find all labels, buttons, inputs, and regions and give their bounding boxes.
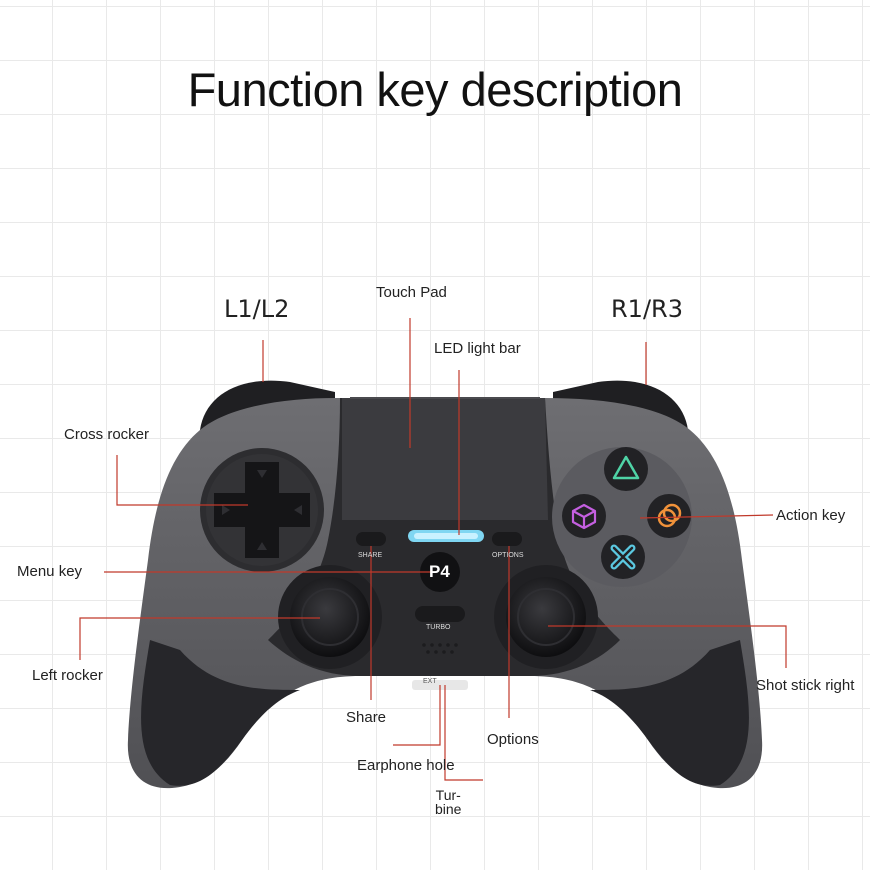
earphone-hole-label: Earphone hole (357, 757, 455, 774)
turbo-button (415, 606, 465, 622)
options-button-text: OPTIONS (492, 552, 524, 559)
touch-pad (342, 398, 548, 520)
share-label: Share (346, 709, 386, 726)
circle-button (647, 494, 691, 538)
options-label: Options (487, 731, 539, 748)
options-button (492, 532, 522, 546)
led-light-bar-label: LED light bar (434, 340, 521, 357)
turbine-label-line2: bine (435, 802, 461, 816)
cross-rocker-label: Cross rocker (64, 426, 149, 443)
turbo-button-text: TURBO (426, 624, 451, 631)
touch-pad-label: Touch Pad (376, 284, 447, 301)
l1-l2-label: L1/L2 (224, 295, 289, 323)
r1-r3-label: R1/R3 (611, 295, 683, 323)
menu-key-label: Menu key (17, 563, 82, 580)
turbine-label-line1: Tur- (435, 788, 461, 802)
triangle-button (604, 447, 648, 491)
shot-stick-right-label: Shot stick right (756, 677, 854, 694)
share-button (356, 532, 386, 546)
left-rocker-label: Left rocker (32, 667, 103, 684)
share-button-text: SHARE (358, 552, 382, 559)
home-button-text: P4 (429, 562, 450, 582)
action-key-label: Action key (776, 507, 845, 524)
ext-port-text: EXT (423, 678, 437, 685)
turbine-label: Tur- bine (435, 788, 461, 816)
